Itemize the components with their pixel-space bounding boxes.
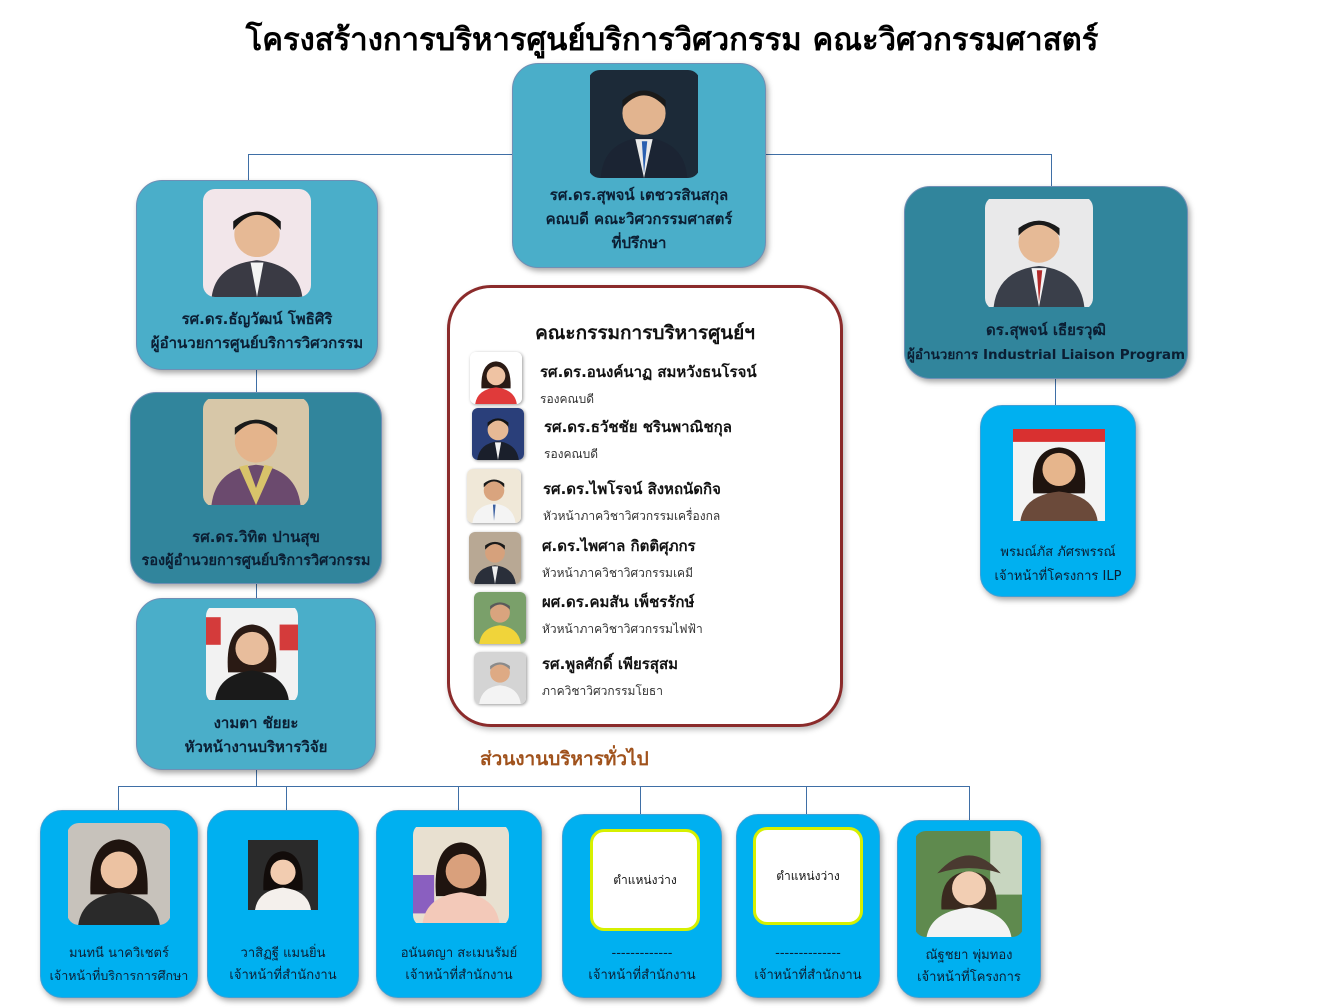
connector-left-drop — [248, 154, 249, 180]
staff-photo-1 — [67, 823, 171, 925]
staff-name-5: -------------- — [775, 946, 841, 961]
committee-member-name-4: ศ.ดร.ไพศาล กิตติศุภกร — [542, 537, 696, 555]
committee-member-photo-2 — [472, 408, 524, 460]
connector-staff-drop-6 — [969, 786, 970, 820]
committee-member-role-4: หัวหน้าภาควิชาวิศวกรรมเคมี — [542, 566, 693, 580]
connector-staff-trunk — [256, 768, 257, 786]
staff-role-5: เจ้าหน้าที่สำนักงาน — [754, 968, 862, 983]
connector-staff-drop-3 — [458, 786, 459, 810]
staff-card-2: วาสิฏฐี แมนยิ่น เจ้าหน้าที่สำนักงาน — [207, 810, 359, 998]
committee-member-role-6: ภาควิชาวิศวกรรมโยธา — [542, 684, 663, 698]
connector-director-deputy — [256, 368, 257, 392]
ilp-staff-name: พรมณ์ภัส ภัศรพรรณ์ — [1000, 545, 1116, 560]
director-photo — [203, 189, 311, 297]
connector-ilp-staff — [1055, 377, 1056, 405]
staff-photo-2 — [248, 823, 318, 927]
ilp-staff-role: เจ้าหน้าที่โครงการ ILP — [994, 569, 1122, 584]
staff-name-2: วาสิฏฐี แมนยิ่น — [240, 946, 326, 961]
advisor-photo — [588, 70, 700, 178]
staff-role-2: เจ้าหน้าที่สำนักงาน — [229, 968, 337, 983]
director-name: รศ.ดร.ธัญวัฒน์ โพธิศิริ — [181, 310, 333, 328]
staff-card-4: ตำแหน่งว่าง ------------- เจ้าหน้าที่สำน… — [562, 814, 722, 998]
staff-role-4: เจ้าหน้าที่สำนักงาน — [588, 968, 696, 983]
deputy-name: รศ.ดร.วิทิต ปานสุข — [192, 528, 320, 546]
committee-member-name-3: รศ.ดร.ไพโรจน์ สิงหถนัดกิจ — [543, 480, 721, 498]
committee-title: คณะกรรมการบริหารศูนย์ฯ — [535, 322, 755, 344]
staff-name-6: ณัฐชยา พุ่มทอง — [925, 948, 1013, 963]
staff-card-6: ณัฐชยา พุ่มทอง เจ้าหน้าที่โครงการ — [897, 820, 1041, 998]
committee-member-photo-5 — [474, 592, 526, 644]
ilp-director-photo — [985, 196, 1093, 310]
advisor-role2: ที่ปรึกษา — [611, 234, 667, 252]
committee-member-role-2: รองคณบดี — [544, 447, 599, 461]
research-head-name: งามตา ชัยยะ — [213, 714, 299, 732]
connector-staff-horizontal — [118, 786, 970, 787]
staff-role-1: เจ้าหน้าที่บริการการศึกษา — [49, 968, 189, 983]
committee-member-role-1: รองคณบดี — [540, 392, 595, 406]
ilp-director-role: ผู้อำนวยการ Industrial Liaison Program — [906, 347, 1186, 363]
committee-member-role-3: หัวหน้าภาควิชาวิศวกรรมเครื่องกล — [543, 509, 721, 523]
page-title: โครงสร้างการบริหารศูนย์บริการวิศวกรรม คณ… — [245, 22, 1099, 58]
connector-staff-drop-4 — [640, 786, 641, 814]
committee-member-photo-3 — [467, 469, 521, 523]
staff-vacant-5: ตำแหน่งว่าง — [753, 827, 863, 925]
committee-member-name-2: รศ.ดร.ธวัชชัย ชรินพาณิชกุล — [544, 418, 732, 436]
committee-panel: คณะกรรมการบริหารศูนย์ฯ รศ.ดร.อนงค์นาฏ สม… — [447, 285, 843, 727]
connector-deputy-research — [256, 582, 257, 598]
research-head-photo — [206, 604, 298, 704]
ilp-staff-photo — [1013, 414, 1105, 536]
committee-member-photo-1 — [470, 352, 522, 404]
committee-member-name-6: รศ.พูลศักดิ์ เพียรสุสม — [542, 655, 678, 673]
ilp-staff-card: พรมณ์ภัส ภัศรพรรณ์ เจ้าหน้าที่โครงการ IL… — [980, 405, 1136, 597]
committee-member-role-5: หัวหน้าภาควิชาวิศวกรรมไฟฟ้า — [542, 622, 703, 636]
advisor-card: รศ.ดร.สุพจน์ เตชวรสินสกุล คณบดี คณะวิศวก… — [512, 63, 766, 268]
staff-role-6: เจ้าหน้าที่โครงการ — [917, 970, 1021, 985]
staff-card-5: ตำแหน่งว่าง -------------- เจ้าหน้าที่สำ… — [736, 814, 880, 998]
section-label: ส่วนงานบริหารทั่วไป — [480, 748, 649, 770]
connector-staff-drop-5 — [806, 786, 807, 814]
staff-vacant-4: ตำแหน่งว่าง — [590, 829, 700, 931]
staff-role-3: เจ้าหน้าที่สำนักงาน — [405, 968, 513, 983]
ilp-director-name: ดร.สุพจน์ เธียรวุฒิ — [986, 321, 1106, 339]
staff-name-4: ------------- — [611, 946, 673, 961]
committee-member-photo-6 — [474, 652, 526, 704]
deputy-card: รศ.ดร.วิทิต ปานสุข รองผู้อำนวยการศูนย์บร… — [130, 392, 382, 584]
staff-photo-3 — [413, 823, 509, 927]
advisor-name: รศ.ดร.สุพจน์ เตชวรสินสกุล — [549, 186, 729, 204]
committee-member-photo-4 — [469, 532, 521, 584]
committee-member-name-1: รศ.ดร.อนงค์นาฏ สมหวังธนโรจน์ — [540, 363, 757, 381]
staff-name-3: อนันตญา สะเมนรัมย์ — [400, 946, 518, 961]
deputy-photo — [203, 397, 309, 507]
connector-staff-drop-1 — [118, 786, 119, 810]
connector-staff-drop-2 — [286, 786, 287, 810]
staff-card-1: มนทนี นาควิเชตร์ เจ้าหน้าที่บริการการศึก… — [40, 810, 198, 998]
director-role: ผู้อำนวยการศูนย์บริการวิศวกรรม — [150, 334, 364, 352]
staff-name-1: มนทนี นาควิเชตร์ — [69, 946, 169, 961]
research-head-role: หัวหน้างานบริหารวิจัย — [184, 738, 328, 756]
research-head-card: งามตา ชัยยะ หัวหน้างานบริหารวิจัย — [136, 598, 376, 770]
committee-member-name-5: ผศ.ดร.คมสัน เพ็ชรรักษ์ — [542, 593, 695, 611]
connector-right-drop — [1051, 154, 1052, 186]
deputy-role: รองผู้อำนวยการศูนย์บริการวิศวกรรม — [141, 553, 371, 569]
staff-card-3: อนันตญา สะเมนรัมย์ เจ้าหน้าที่สำนักงาน — [376, 810, 542, 998]
staff-photo-6 — [914, 831, 1024, 937]
advisor-role: คณบดี คณะวิศวกรรมศาสตร์ — [545, 210, 733, 228]
ilp-director-card: ดร.สุพจน์ เธียรวุฒิ ผู้อำนวยการ Industri… — [904, 186, 1188, 379]
director-card: รศ.ดร.ธัญวัฒน์ โพธิศิริ ผู้อำนวยการศูนย์… — [136, 180, 378, 370]
